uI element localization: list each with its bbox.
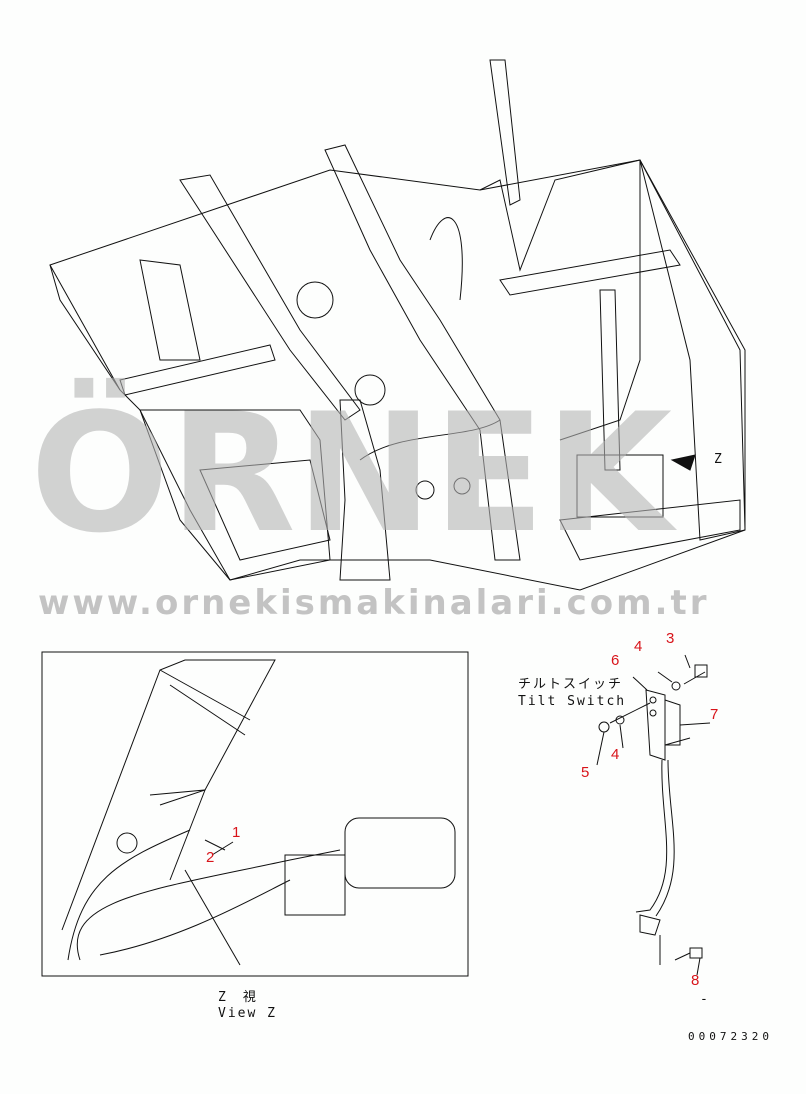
view-z-detail xyxy=(61,659,456,966)
callout-5: 5 xyxy=(581,764,590,781)
tilt-switch-drawing xyxy=(598,664,708,965)
callout-4-washer-top: 4 xyxy=(634,638,643,655)
callout-7: 7 xyxy=(710,706,719,723)
view-z-frame xyxy=(41,651,469,977)
tilt-switch-label-en: Tilt Switch xyxy=(518,694,627,709)
watermark-logo: ÖRNEK xyxy=(30,378,673,569)
leader-lines xyxy=(211,654,711,976)
watermark-url: www.ornekismakinalari.com.tr xyxy=(38,583,710,623)
callout-3: 3 xyxy=(666,630,675,647)
callout-4-washer-bottom: 4 xyxy=(611,746,620,763)
callout-6: 6 xyxy=(611,652,620,669)
dash-mark: - xyxy=(700,992,710,1007)
view-z-label-en: View Z xyxy=(218,1006,277,1021)
document-number: 00072320 xyxy=(688,1030,773,1043)
callout-2: 2 xyxy=(206,849,215,866)
view-z-label-jp: Z 視 xyxy=(218,990,258,1005)
callout-1: 1 xyxy=(232,824,241,841)
frame-outline xyxy=(49,59,746,591)
callout-8: 8 xyxy=(691,972,700,989)
detail-marker-z: Z xyxy=(714,452,724,467)
tilt-switch-label-jp: チルトスイッチ xyxy=(518,677,624,692)
